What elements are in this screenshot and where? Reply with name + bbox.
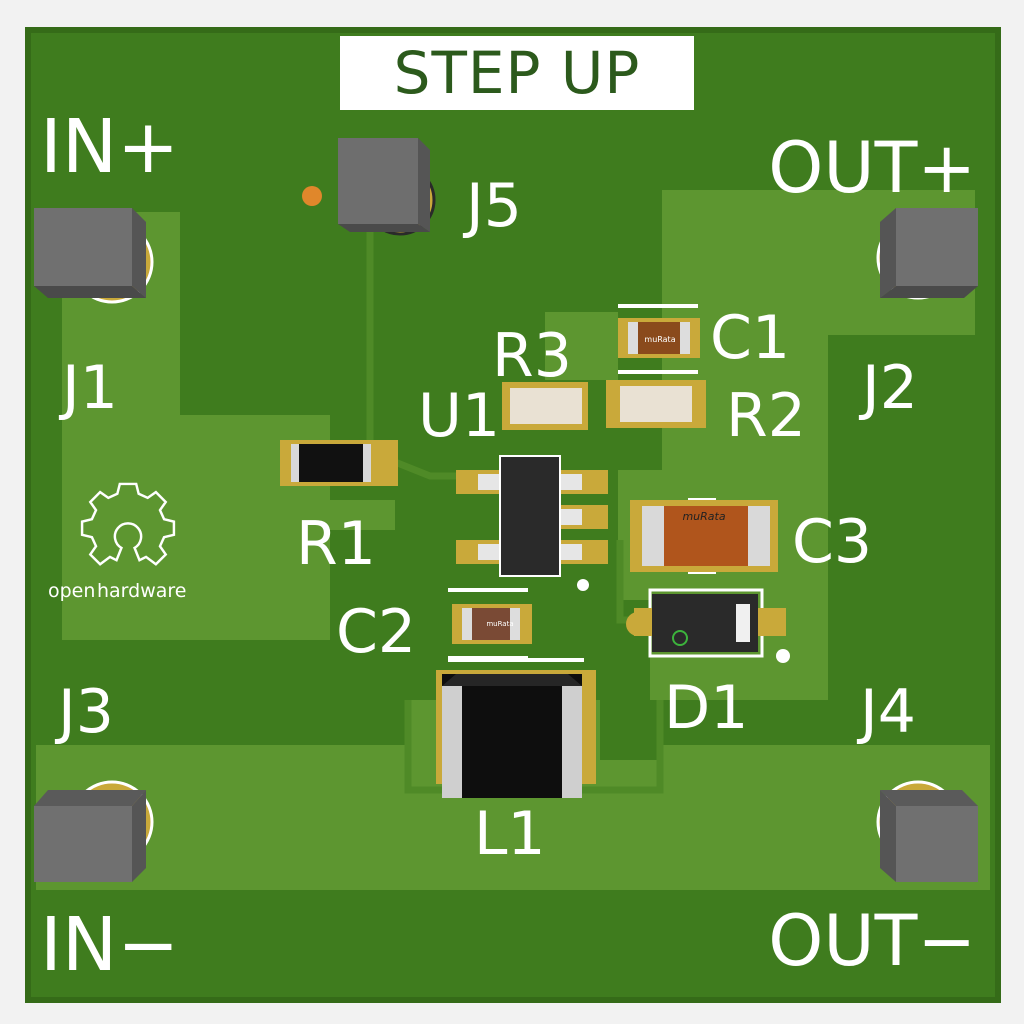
c2-capacitor: muRata: [448, 588, 532, 660]
u1-label: U1: [418, 381, 500, 451]
open-hardware-gear-icon: [80, 482, 176, 566]
r1-label: R1: [296, 509, 376, 579]
out-plus-label: OUT+: [768, 127, 976, 209]
c1-marking: muRata: [644, 335, 675, 344]
l1-inductor: [436, 658, 596, 798]
l1-label: L1: [474, 799, 546, 869]
u1-ic: [456, 455, 608, 591]
c2-label: C2: [336, 597, 416, 667]
j4-connector: [876, 780, 978, 882]
c3-capacitor: muRata: [630, 498, 778, 574]
c3-label: C3: [792, 507, 872, 577]
r2-resistor: [606, 380, 706, 428]
c1-label: C1: [710, 303, 790, 373]
d1-diode: [626, 588, 790, 663]
in-minus-label: IN−: [40, 902, 179, 988]
r3-resistor: [502, 382, 588, 430]
d1-label: D1: [664, 673, 748, 743]
logo-text-open: open: [48, 580, 95, 602]
j1-label: J1: [58, 353, 118, 423]
board-title: STEP UP: [340, 36, 694, 110]
j4-label: J4: [856, 677, 916, 747]
j2-label: J2: [858, 353, 918, 423]
j3-connector: [34, 780, 154, 882]
r2-label: R2: [726, 381, 806, 451]
j2-connector: [876, 208, 978, 300]
c3-marking: muRata: [682, 510, 725, 523]
c1-capacitor: muRata: [618, 304, 700, 374]
out-minus-label: OUT−: [768, 900, 976, 982]
in-plus-label: IN+: [40, 104, 179, 190]
c2-marking: muRata: [486, 620, 513, 628]
j5-test-point: [302, 138, 436, 236]
r1-resistor: [280, 440, 398, 486]
j3-label: J3: [54, 677, 114, 747]
j1-connector: [34, 208, 154, 304]
j5-label: J5: [462, 171, 522, 241]
logo-text-hardware: hardware: [97, 580, 187, 602]
r3-label: R3: [492, 321, 572, 391]
